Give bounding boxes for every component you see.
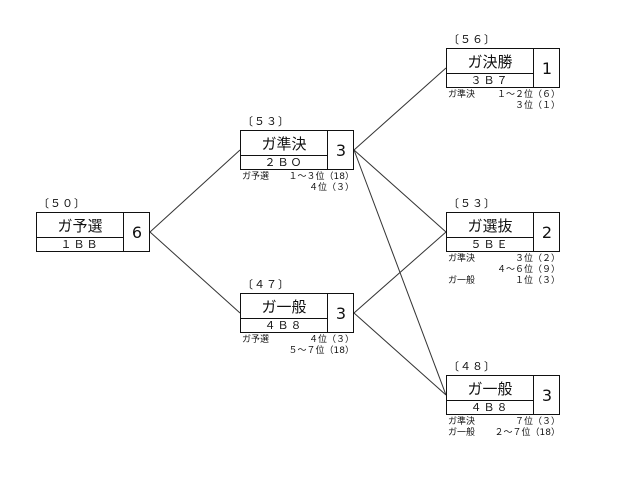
note-source-race: ガ準決 (448, 417, 476, 427)
race-number: 〔５０〕 (38, 197, 86, 210)
note-rank-range: １位（３） (514, 276, 560, 286)
note-rank-range: １～２位（６） (496, 90, 560, 100)
note-rank-range: ７位（３） (514, 417, 560, 427)
note-rank-range: ３位（１） (514, 101, 560, 111)
race-notes: ガ準決 １～２位（６）３位（１） (448, 90, 560, 112)
race-count: 2 (541, 222, 553, 242)
race-name: ガ予選 (37, 213, 124, 238)
note-rank-range: ４位（３） (308, 183, 354, 193)
race-notes: ガ準決 ３位（２）４～６位（９） ガ一般 １位（３） (448, 254, 560, 287)
race-count: 1 (541, 58, 553, 78)
note-source-race: ガ準決 (448, 254, 476, 264)
race-name: ガ選抜 (447, 213, 534, 238)
race-number: 〔５３〕 (242, 115, 290, 128)
race-code: １ＢＢ (37, 238, 124, 252)
note-rank-range: ４位（３） (308, 335, 354, 345)
race-notes: ガ予選 １～３位（18）４位（３） (242, 172, 354, 194)
race-box: ガ準決 ２ＢＯ 3 (240, 130, 354, 170)
race-number: 〔４８〕 (448, 360, 496, 373)
race-count: 3 (541, 385, 553, 405)
note-source-race: ガ予選 (242, 172, 270, 182)
qualification-note: ガ準決 ３位（２） (448, 254, 560, 265)
race-notes: ガ予選 ４位（３）５～７位（18） (242, 335, 354, 357)
race-count: 3 (335, 303, 347, 323)
race-box: ガ選抜 ５ＢＥ 2 (446, 212, 560, 252)
qualification-note: ３位（１） (448, 101, 560, 112)
connector-r50-r53a (149, 149, 241, 233)
race-name: ガ一般 (447, 376, 534, 401)
note-source-race: ガ準決 (448, 90, 476, 100)
qualification-note: ガ準決 １～２位（６） (448, 90, 560, 101)
race-box: ガ決勝 ３Ｂ７ 1 (446, 48, 560, 88)
note-rank-range: ２～７位（18） (494, 428, 560, 438)
qualification-note: ガ一般 ２～７位（18） (448, 428, 560, 439)
race-name: ガ決勝 (447, 49, 534, 74)
qualification-note: ガ予選 １～３位（18） (242, 172, 354, 183)
race-box: ガ予選 １ＢＢ 6 (36, 212, 150, 252)
connector-r53a-r56 (353, 67, 447, 151)
connector-r47-r48 (353, 312, 447, 396)
note-rank-range: ３位（２） (514, 254, 560, 264)
connector-r50-r47 (149, 231, 241, 314)
race-number: 〔４７〕 (242, 278, 290, 291)
note-rank-range: ５～７位（18） (288, 346, 354, 356)
note-source-race: ガ一般 (448, 428, 476, 438)
race-code: ４Ｂ８ (241, 319, 328, 333)
note-source-race: ガ予選 (242, 335, 270, 345)
race-box: ガ一般 ４Ｂ８ 3 (446, 375, 560, 415)
qualification-note: ５～７位（18） (242, 346, 354, 357)
race-number: 〔５３〕 (448, 197, 496, 210)
race-number: 〔５６〕 (448, 33, 496, 46)
note-rank-range: ４～６位（９） (496, 265, 560, 275)
race-code: ５ＢＥ (447, 238, 534, 252)
race-name: ガ準決 (241, 131, 328, 156)
qualification-note: ４～６位（９） (448, 265, 560, 276)
race-count: 3 (335, 140, 347, 160)
race-box: ガ一般 ４Ｂ８ 3 (240, 293, 354, 333)
qualification-note: ４位（３） (242, 183, 354, 194)
qualification-note: ガ準決 ７位（３） (448, 417, 560, 428)
race-name: ガ一般 (241, 294, 328, 319)
qualification-note: ガ予選 ４位（３） (242, 335, 354, 346)
race-code: ２ＢＯ (241, 156, 328, 170)
qualification-note: ガ一般 １位（３） (448, 276, 560, 287)
race-count: 6 (131, 222, 143, 242)
race-code: ４Ｂ８ (447, 401, 534, 415)
note-rank-range: １～３位（18） (288, 172, 354, 182)
note-source-race: ガ一般 (448, 276, 476, 286)
connector-r53a-r53b (353, 149, 447, 233)
race-code: ３Ｂ７ (447, 74, 534, 88)
connector-r47-r53b (353, 231, 447, 314)
race-notes: ガ準決 ７位（３） ガ一般 ２～７位（18） (448, 417, 560, 439)
